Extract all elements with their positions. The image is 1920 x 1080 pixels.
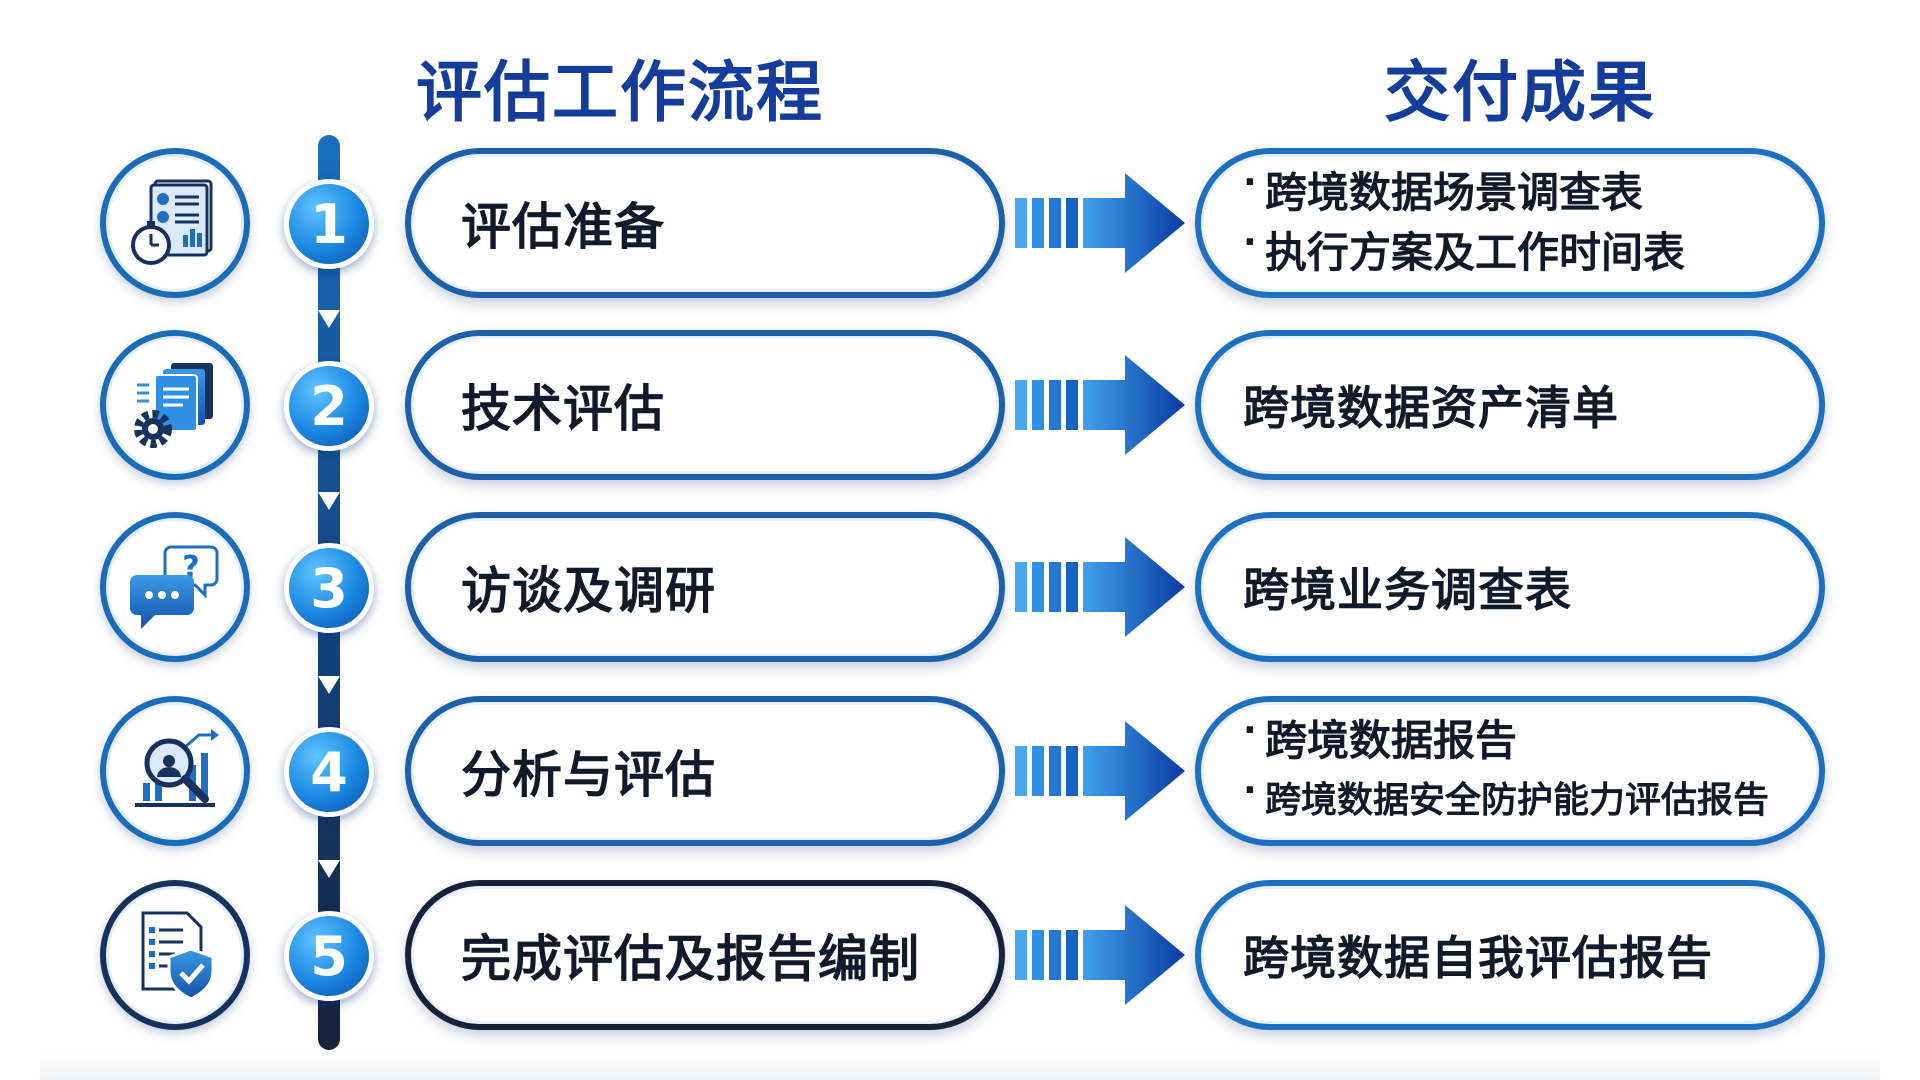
step-number-badge: 3: [284, 543, 374, 633]
step-box: 访谈及调研: [405, 512, 1005, 662]
bullet-icon: ·: [1243, 710, 1257, 751]
magnifier-chart-icon: [135, 729, 219, 807]
deliverable-box: 跨境业务调查表: [1195, 512, 1825, 662]
document-stopwatch-icon: [131, 179, 213, 265]
workflow-step-4: 4 分析与评估 ·跨境数据报告 ·跨境数据安全防护能力评估报告: [0, 696, 1920, 846]
step-box: 完成评估及报告编制: [405, 880, 1005, 1030]
deliverable-box: 跨境数据自我评估报告: [1195, 880, 1825, 1030]
documents-gear-icon: [134, 363, 213, 448]
step-number-badge: 1: [284, 179, 374, 269]
deliverable-item: 跨境数据自我评估报告: [1243, 931, 1713, 985]
deliverable-box: 跨境数据资产清单: [1195, 330, 1825, 480]
step-box: 分析与评估: [405, 696, 1005, 846]
step-icon-badge: [100, 880, 250, 1030]
step-label: 访谈及调研: [461, 562, 716, 620]
deliverable-box: ·跨境数据场景调查表 ·执行方案及工作时间表: [1195, 148, 1825, 298]
step-box: 技术评估: [405, 330, 1005, 480]
deliverable-item: ·跨境数据安全防护能力评估报告: [1243, 770, 1770, 822]
deliverable-item: ·跨境数据场景调查表: [1243, 162, 1644, 218]
workflow-step-2: 2 技术评估 跨境数据资产清单: [0, 330, 1920, 480]
step-icon-badge: ?: [100, 512, 250, 662]
step-box: 评估准备: [405, 148, 1005, 298]
workflow-step-5: 5 完成评估及报告编制 跨境数据自我评估报告: [0, 880, 1920, 1030]
arrow-right-icon: [1015, 721, 1185, 821]
workflow-step-3: ? 3 访谈及调研 跨境业务调查表: [0, 512, 1920, 662]
arrow-right-icon: [1015, 537, 1185, 637]
workflow-header: 评估工作流程: [416, 54, 824, 131]
workflow-step-1: 1 评估准备 ·跨境数据场景调查表 ·执行方案及工作时间表: [0, 148, 1920, 298]
step-number-badge: 5: [284, 911, 374, 1001]
arrow-right-icon: [1015, 173, 1185, 273]
deliverable-item: 跨境业务调查表: [1243, 563, 1572, 617]
bullet-icon: ·: [1243, 770, 1257, 811]
step-label: 分析与评估: [461, 746, 716, 804]
step-icon-badge: [100, 696, 250, 846]
step-label: 完成评估及报告编制: [461, 930, 920, 988]
deliverable-item: ·执行方案及工作时间表: [1243, 222, 1686, 278]
bottom-shadow: [40, 1052, 1880, 1080]
bullet-icon: ·: [1243, 162, 1257, 203]
step-icon-badge: [100, 330, 250, 480]
deliverables-header: 交付成果: [1384, 54, 1656, 131]
step-label: 技术评估: [461, 380, 665, 438]
checklist-shield-icon: [141, 911, 215, 1001]
arrow-right-icon: [1015, 355, 1185, 455]
step-number-badge: 4: [284, 727, 374, 817]
step-label: 评估准备: [461, 198, 665, 256]
step-icon-badge: [100, 148, 250, 298]
deliverable-item: 跨境数据资产清单: [1243, 381, 1619, 435]
arrow-right-icon: [1015, 905, 1185, 1005]
step-number-badge: 2: [284, 361, 374, 451]
deliverable-item: ·跨境数据报告: [1243, 710, 1518, 766]
deliverable-box: ·跨境数据报告 ·跨境数据安全防护能力评估报告: [1195, 696, 1825, 846]
chat-question-icon: ?: [130, 545, 219, 629]
bullet-icon: ·: [1243, 222, 1257, 263]
